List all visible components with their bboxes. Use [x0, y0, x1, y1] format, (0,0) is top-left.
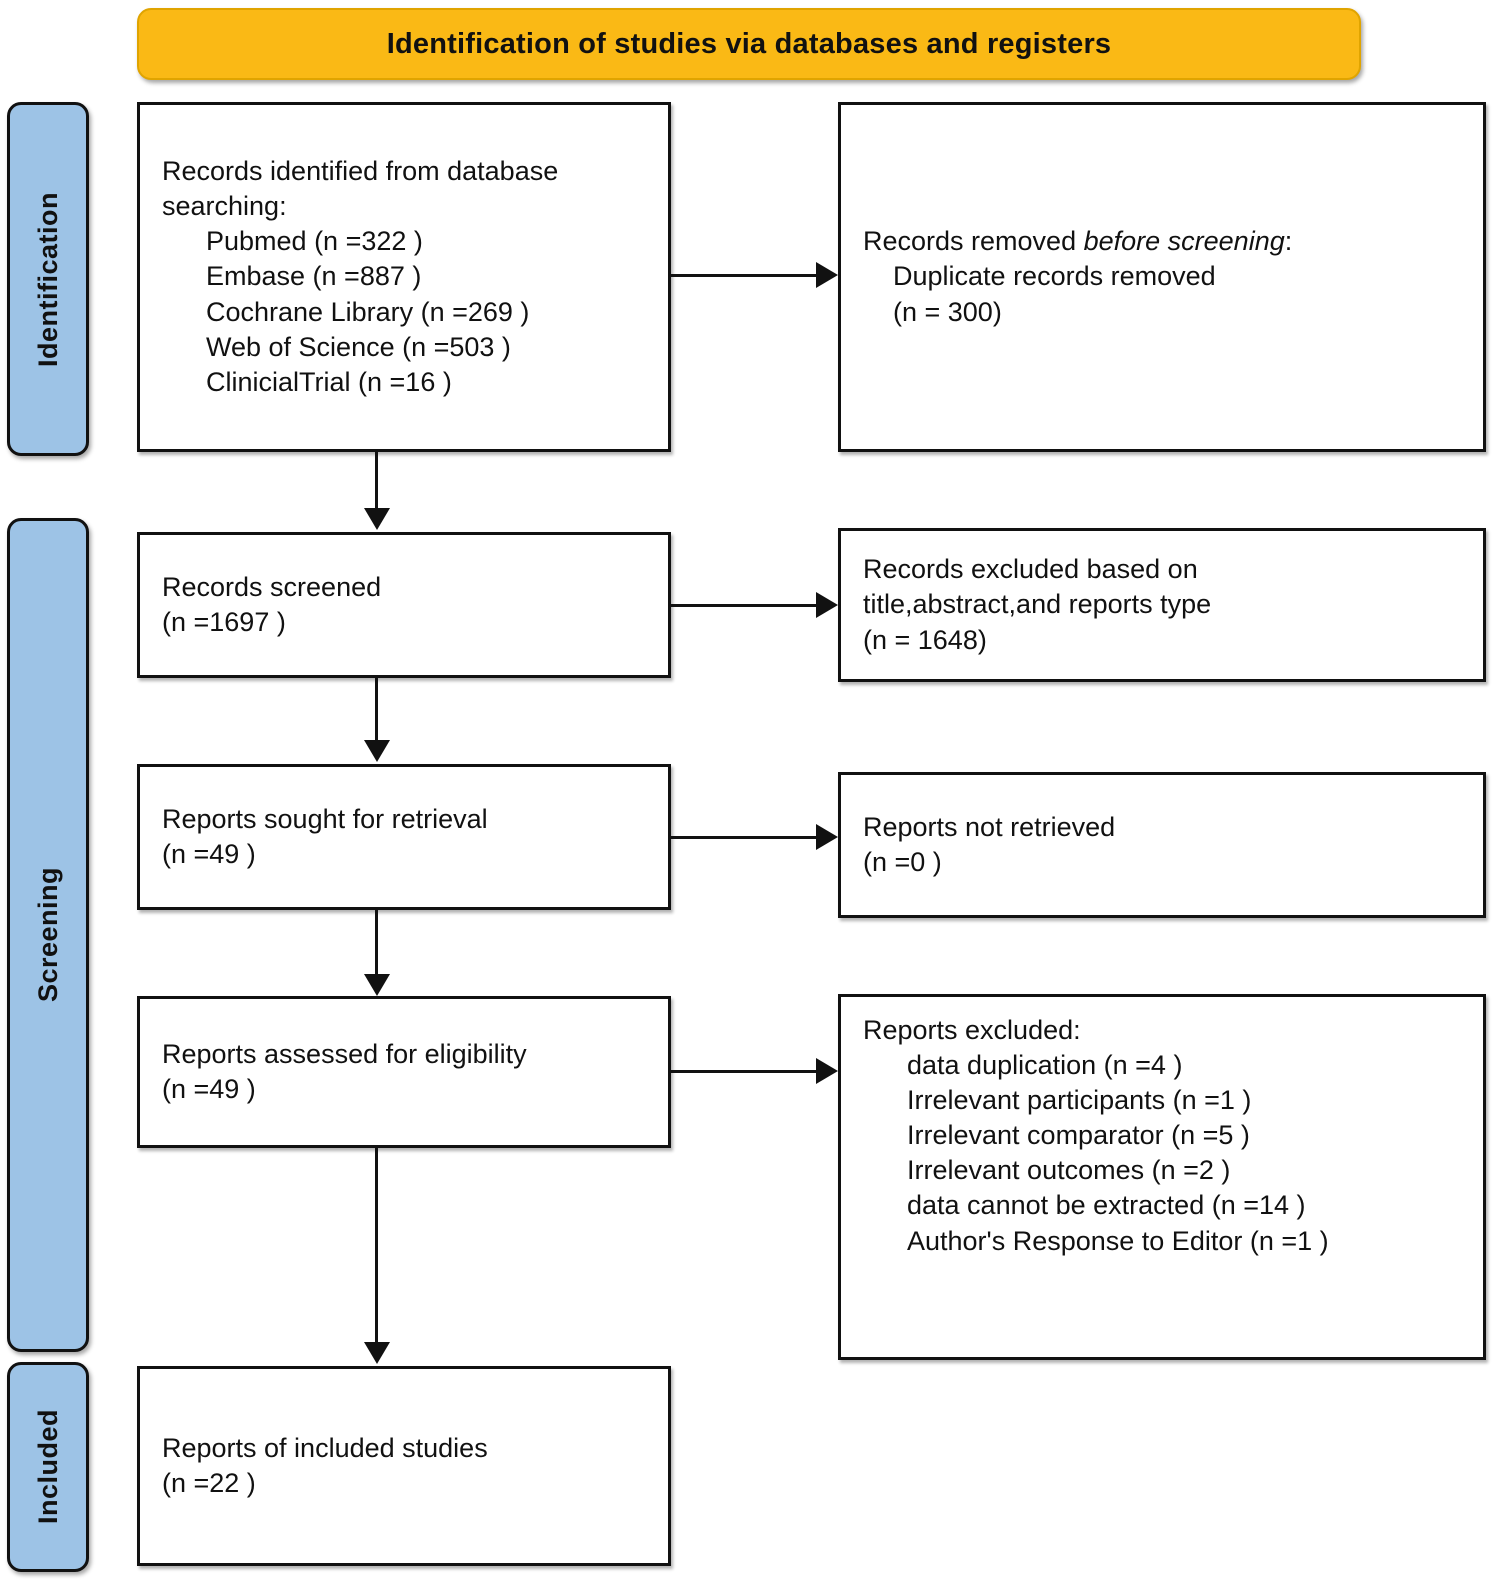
reports-excluded-reason-irrelevant-outcomes: Irrelevant outcomes (n =2 ): [907, 1155, 1231, 1186]
connector-identified-to-removed: [671, 274, 816, 277]
box-records-excluded: Records excluded based on title,abstract…: [838, 528, 1486, 682]
records-identified-source-wos: Web of Science (n =503 ): [206, 331, 511, 362]
records-removed-suffix: :: [1284, 226, 1293, 257]
reports-excluded-reason-data-duplication: data duplication (n =4 ): [907, 1050, 1183, 1081]
reports-not-retrieved-line-2: (n =0 ): [863, 847, 942, 877]
reports-assessed-line-1: Reports assessed for eligibility: [162, 1038, 527, 1069]
records-excluded-line-3: (n = 1648): [863, 624, 987, 655]
records-excluded-line-1: Records excluded based on: [863, 554, 1198, 585]
connector-sought-to-assessed: [375, 910, 378, 976]
reports-assessed-line-2: (n =49 ): [162, 1074, 256, 1104]
records-identified-source-cochrane: Cochrane Library (n =269 ): [206, 296, 530, 327]
included-studies-line-1: Reports of included studies: [162, 1432, 488, 1463]
reports-excluded-reason-irrelevant-participants: Irrelevant participants (n =1 ): [907, 1085, 1252, 1116]
records-removed-line-2: Duplicate records removed: [893, 261, 1216, 292]
phase-label-identification: Identification: [32, 191, 63, 367]
reports-not-retrieved-line-1: Reports not retrieved: [863, 811, 1116, 842]
records-excluded-line-2: title,abstract,and reports type: [863, 589, 1212, 620]
box-reports-assessed-for-eligibility: Reports assessed for eligibility (n =49 …: [137, 996, 671, 1148]
box-reports-sought-for-retrieval: Reports sought for retrieval (n =49 ): [137, 764, 671, 910]
box-reports-of-included-studies: Reports of included studies (n =22 ): [137, 1366, 671, 1566]
box-records-screened: Records screened (n =1697 ): [137, 532, 671, 678]
records-removed-prefix: Records removed: [863, 226, 1084, 257]
phase-bar-included: Included: [7, 1362, 89, 1572]
phase-bar-screening: Screening: [7, 518, 89, 1352]
arrowhead-screened-to-sought-icon: [364, 740, 390, 762]
phase-label-screening: Screening: [32, 867, 63, 1003]
arrowhead-assessed-to-included-icon: [364, 1342, 390, 1364]
arrowhead-assessed-to-excluded-icon: [816, 1058, 838, 1084]
connector-assessed-to-excluded: [671, 1070, 816, 1073]
included-studies-line-2: (n =22 ): [162, 1468, 256, 1498]
arrowhead-sought-to-assessed-icon: [364, 974, 390, 996]
connector-assessed-to-included: [375, 1148, 378, 1344]
records-removed-line-3: (n = 300): [893, 296, 1002, 327]
records-removed-line-1: Records removed before screening:: [863, 224, 1461, 259]
reports-excluded-reason-data-not-extractable: data cannot be extracted (n =14 ): [907, 1190, 1306, 1221]
arrowhead-identified-to-screened-icon: [364, 508, 390, 530]
diagram-header-banner: Identification of studies via databases …: [137, 8, 1361, 80]
connector-screened-to-excluded: [671, 604, 816, 607]
arrowhead-screened-to-excluded-icon: [816, 592, 838, 618]
reports-sought-line-2: (n =49 ): [162, 839, 256, 869]
records-removed-italic: before screening: [1083, 226, 1285, 257]
records-screened-line-1: Records screened: [162, 571, 382, 602]
phase-label-included: Included: [32, 1409, 63, 1525]
records-identified-source-clinicaltrial: ClinicialTrial (n =16 ): [206, 366, 452, 397]
reports-excluded-reason-irrelevant-comparator: Irrelevant comparator (n =5 ): [907, 1120, 1250, 1151]
connector-screened-to-sought: [375, 678, 378, 742]
box-records-removed-before-screening: Records removed before screening: Duplic…: [838, 102, 1486, 452]
box-reports-not-retrieved: Reports not retrieved (n =0 ): [838, 772, 1486, 918]
reports-sought-line-1: Reports sought for retrieval: [162, 803, 488, 834]
records-identified-source-pubmed: Pubmed (n =322 ): [206, 226, 423, 257]
diagram-title: Identification of studies via databases …: [386, 27, 1112, 60]
connector-sought-to-not-retrieved: [671, 836, 816, 839]
arrowhead-sought-to-not-retrieved-icon: [816, 824, 838, 850]
records-screened-line-2: (n =1697 ): [162, 607, 286, 637]
records-identified-line-2: searching:: [162, 191, 287, 222]
reports-excluded-reason-author-response: Author's Response to Editor (n =1 ): [907, 1225, 1329, 1256]
box-reports-excluded-detail: Reports excluded: data duplication (n =4…: [838, 994, 1486, 1360]
phase-bar-identification: Identification: [7, 102, 89, 456]
arrowhead-identified-to-removed-icon: [816, 262, 838, 288]
box-records-identified: Records identified from database searchi…: [137, 102, 671, 452]
records-identified-source-embase: Embase (n =887 ): [206, 261, 422, 292]
connector-identified-to-screened: [375, 452, 378, 510]
reports-excluded-heading: Reports excluded:: [863, 1015, 1081, 1045]
records-identified-line-1: Records identified from database: [162, 156, 559, 187]
